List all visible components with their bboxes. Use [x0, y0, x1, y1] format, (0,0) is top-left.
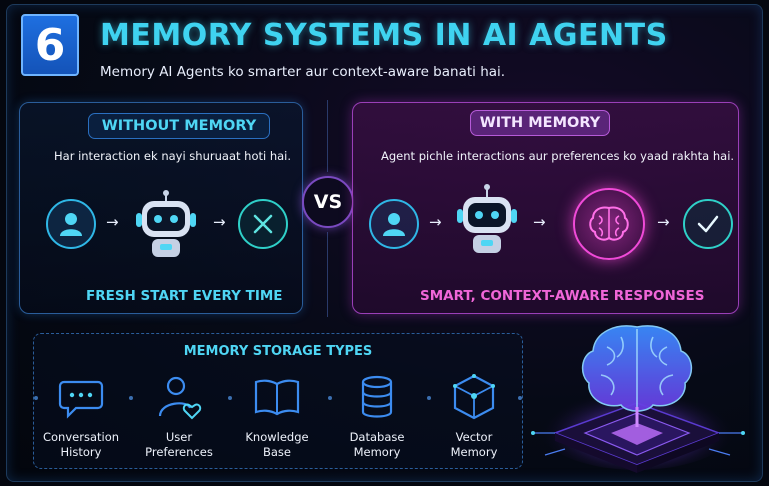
robot-icon [453, 183, 521, 259]
user-icon [46, 199, 96, 249]
with-memory-label: WITH MEMORY [470, 110, 610, 136]
without-memory-label: WITHOUT MEMORY [88, 113, 270, 139]
arrow-right-icon: → [213, 213, 226, 231]
arrow-right-icon: → [657, 213, 670, 231]
arrow-right-icon: → [429, 213, 442, 231]
vs-badge: VS [302, 176, 354, 228]
separator-dot [328, 396, 332, 400]
robot-icon [128, 189, 204, 261]
separator-dot [34, 396, 38, 400]
storage-title: MEMORY STORAGE TYPES [183, 344, 373, 359]
arrow-right-icon: → [533, 213, 546, 231]
center-divider-top [327, 100, 328, 172]
book-icon [252, 372, 302, 422]
user-icon [369, 199, 419, 249]
brain-icon [573, 188, 645, 260]
separator-dot [228, 396, 232, 400]
with-memory-caption: SMART, CONTEXT-AWARE RESPONSES [420, 288, 705, 304]
database-icon [352, 372, 402, 422]
separator-dot [427, 396, 431, 400]
brain-chip-illustration [525, 315, 750, 475]
without-memory-description: Har interaction ek nayi shuruaat hoti ha… [54, 149, 292, 163]
check-icon [683, 199, 733, 249]
section-number-badge: 6 [21, 14, 79, 76]
page-title: MEMORY SYSTEMS IN AI AGENTS [100, 18, 668, 53]
without-memory-panel: WITHOUT MEMORY Har interaction ek nayi s… [19, 102, 303, 314]
separator-dot [518, 396, 522, 400]
center-divider-bottom [327, 232, 328, 317]
without-memory-caption: FRESH START EVERY TIME [86, 288, 283, 304]
arrow-right-icon: → [106, 213, 119, 231]
user-heart-icon [154, 372, 204, 422]
cube-icon [449, 372, 499, 422]
close-icon [238, 199, 288, 249]
with-memory-panel: WITH MEMORY Agent pichle interactions au… [352, 102, 739, 314]
page-subtitle: Memory AI Agents ko smarter aur context-… [100, 64, 506, 80]
with-memory-description: Agent pichle interactions aur preference… [381, 149, 735, 163]
chat-bubble-icon [56, 372, 106, 422]
separator-dot [129, 396, 133, 400]
